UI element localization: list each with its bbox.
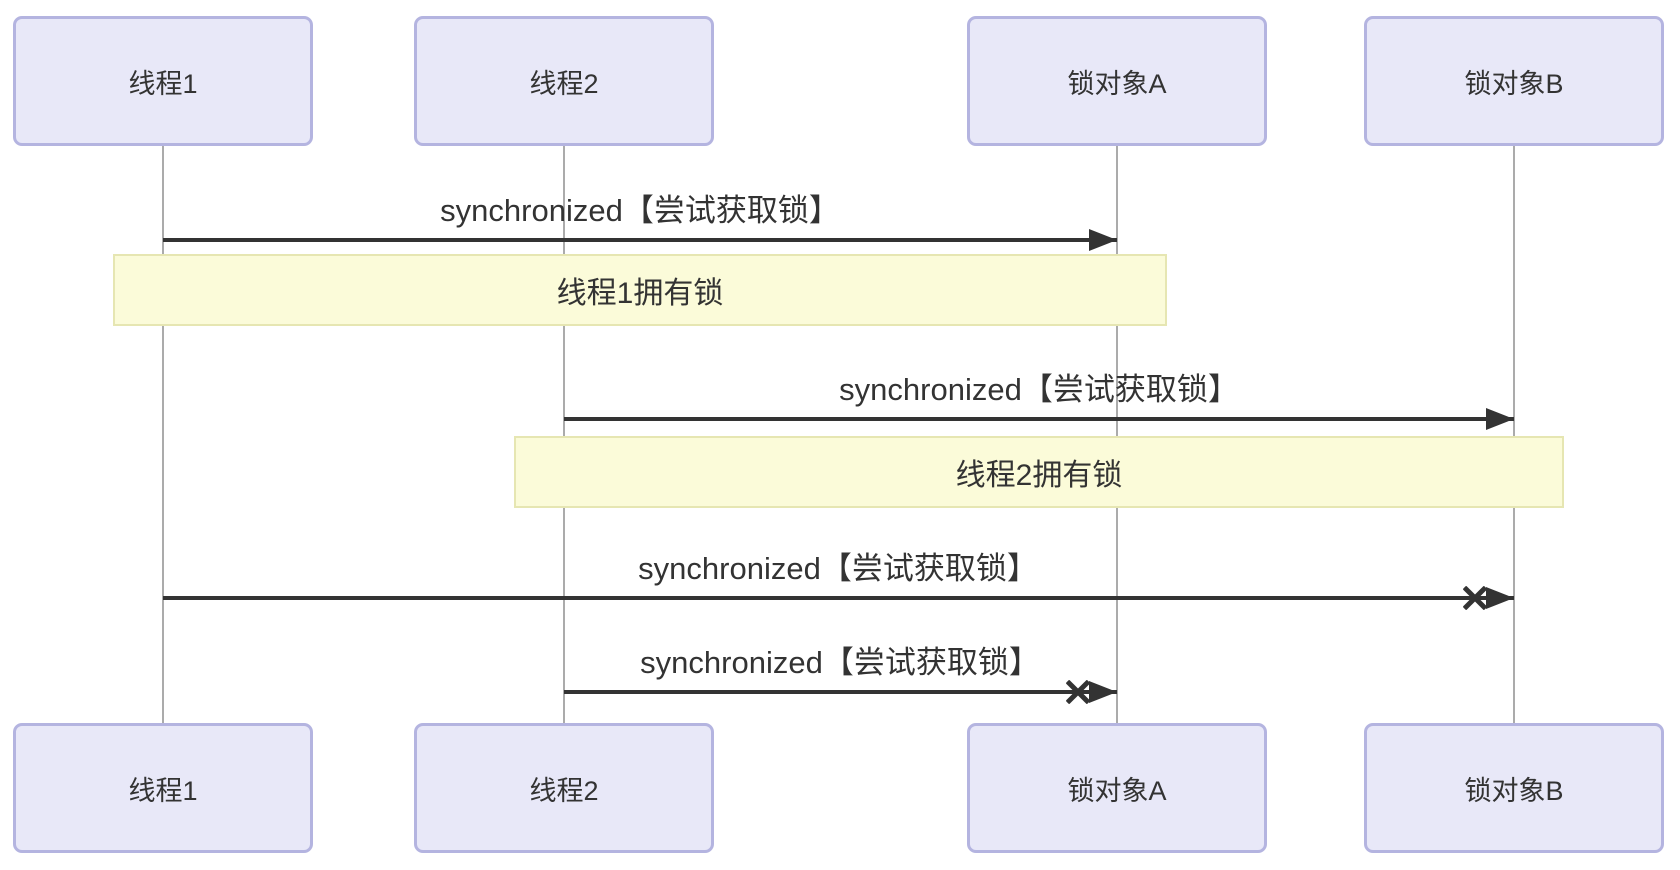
actor-bottom-thread1: 线程1	[13, 723, 313, 853]
actor-bottom-lockA: 锁对象A	[967, 723, 1267, 853]
lifeline-lockA	[1116, 146, 1118, 723]
note-label: 线程1拥有锁	[556, 277, 724, 310]
arrowhead-icon	[1486, 587, 1514, 609]
note-thread1-owns-lock: 线程1拥有锁	[113, 254, 1167, 326]
message-label-3: synchronized【尝试获取锁】	[638, 551, 1038, 586]
message-arrow-2	[564, 408, 1514, 430]
blocked-cross-icon	[1462, 585, 1488, 611]
arrowhead-icon	[1089, 681, 1117, 703]
actor-label: 线程2	[529, 68, 599, 99]
lifeline-thread1	[162, 146, 164, 723]
actor-bottom-lockB: 锁对象B	[1364, 723, 1664, 853]
actor-top-thread1: 线程1	[13, 16, 313, 146]
actor-label: 锁对象A	[1067, 68, 1167, 99]
note-label: 线程2拥有锁	[955, 459, 1123, 492]
message-label-1: synchronized【尝试获取锁】	[440, 193, 840, 228]
actor-label: 锁对象B	[1464, 775, 1564, 806]
actor-label: 线程1	[128, 68, 198, 99]
blocked-cross-icon	[1065, 679, 1091, 705]
lifeline-thread2	[563, 146, 565, 723]
actor-label: 锁对象A	[1067, 775, 1167, 806]
message-arrow-1	[163, 229, 1117, 251]
actor-label: 线程2	[529, 775, 599, 806]
arrowhead-icon	[1089, 229, 1117, 251]
actor-top-thread2: 线程2	[414, 16, 714, 146]
actor-top-lockA: 锁对象A	[967, 16, 1267, 146]
lifeline-lockB	[1513, 146, 1515, 723]
message-arrow-3	[163, 587, 1514, 609]
actor-top-lockB: 锁对象B	[1364, 16, 1664, 146]
actor-label: 锁对象B	[1464, 68, 1564, 99]
actor-bottom-thread2: 线程2	[414, 723, 714, 853]
actor-label: 线程1	[128, 775, 198, 806]
note-thread2-owns-lock: 线程2拥有锁	[514, 436, 1564, 508]
arrowhead-icon	[1486, 408, 1514, 430]
message-label-4: synchronized【尝试获取锁】	[640, 645, 1040, 680]
message-label-2: synchronized【尝试获取锁】	[839, 372, 1239, 407]
message-arrow-4	[564, 681, 1117, 703]
